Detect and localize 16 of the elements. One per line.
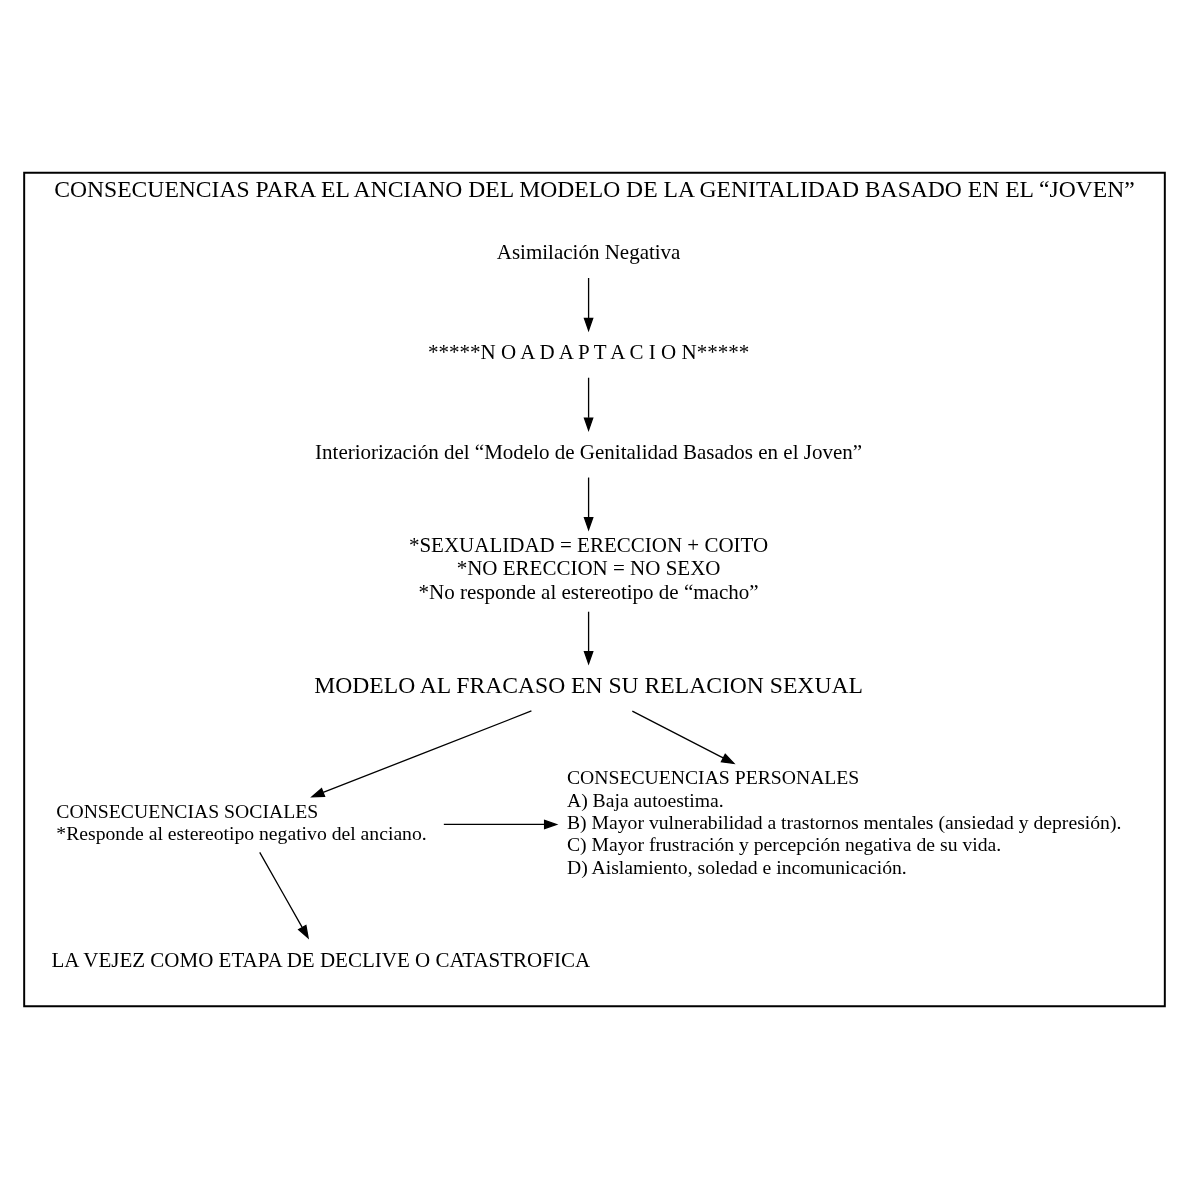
node-text: CONSECUENCIAS SOCIALES *Responde al estereotipo negativo del anciano. [56, 799, 427, 845]
arrow [583, 476, 594, 532]
node-text: *****N O A D A P T A C I O N***** [428, 339, 750, 364]
arrow [259, 851, 310, 940]
node-text: Asimilación Negativa [496, 240, 681, 265]
node-text: Interiorización del “Modelo de Genitalidad Basados en el Joven” [315, 439, 863, 464]
arrow [583, 611, 594, 666]
arrow [443, 819, 559, 830]
arrow [583, 277, 594, 333]
node-text: CONSECUENCIAS PERSONALES A) Baja autoestima. B) Mayor vulnerabilidad a trastornos mentales (ansiedad y depresión). C) Mayor frustración y percepción negativa de su vida. D) Aislamiento, soledad e incomunicación. [566, 766, 1122, 878]
node-text: *SEXUALIDAD = ERECCION + COITO *NO ERECCION = NO SEXO *No responde al estereotipo de “macho” [408, 532, 769, 605]
arrow [310, 710, 533, 798]
arrow [583, 377, 594, 432]
node-text: MODELO AL FRACASO EN SU RELACION SEXUAL [314, 672, 863, 699]
node-text: LA VEJEZ COMO ETAPA DE DECLIVE O CATASTROFICA [51, 947, 591, 972]
arrow [631, 710, 736, 765]
